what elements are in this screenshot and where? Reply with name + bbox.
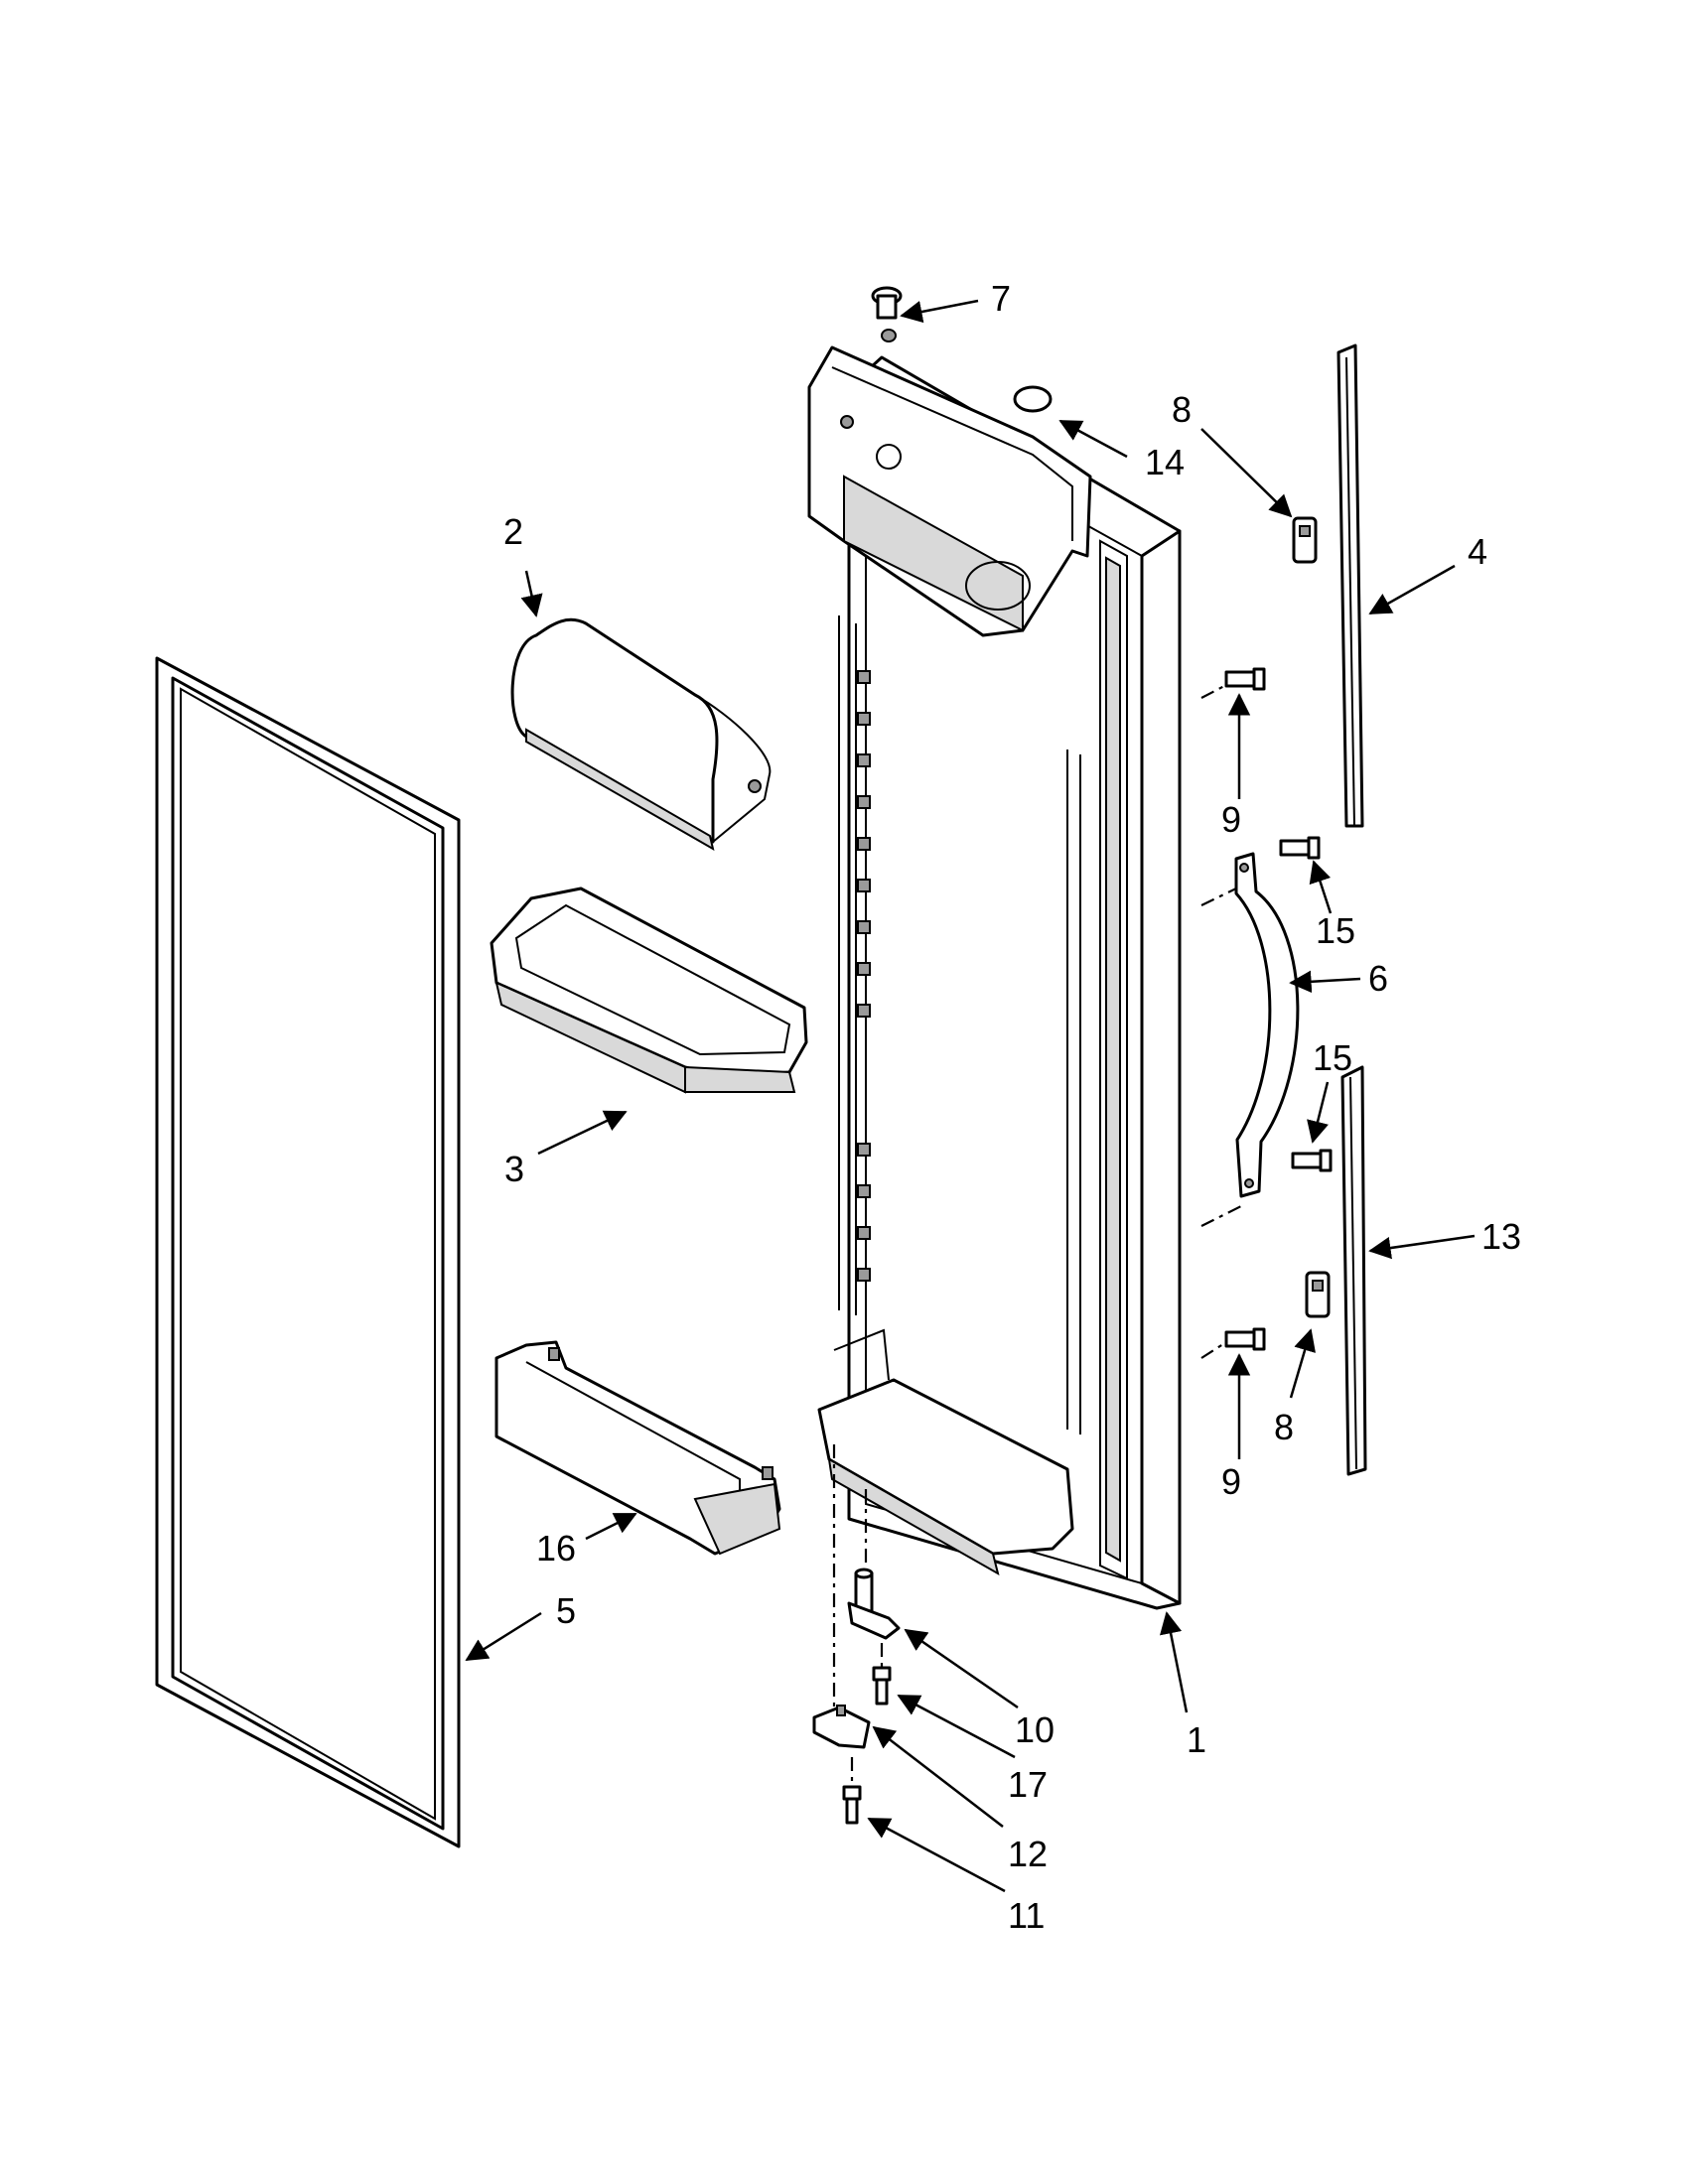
- door-plug: [1013, 385, 1053, 413]
- callout-15-top: 15: [1316, 910, 1355, 951]
- trim-clip-top: [1292, 516, 1318, 564]
- handle-mount-screw-bottom: [1291, 1149, 1333, 1172]
- callout-2: 2: [503, 511, 523, 552]
- door-gasket: [155, 656, 461, 1848]
- handle-mount-screw-top: [1279, 836, 1321, 860]
- hinge-bushing: [871, 286, 903, 342]
- callout-7: 7: [991, 278, 1011, 319]
- door-shelf-rail: [494, 1340, 781, 1556]
- assembly-lines: [832, 684, 1242, 1787]
- callout-6: 6: [1368, 958, 1388, 999]
- callout-14: 14: [1145, 442, 1185, 482]
- callout-16: 16: [536, 1528, 576, 1569]
- callout-13: 13: [1481, 1216, 1521, 1257]
- shelf-clip-column: [857, 670, 871, 1282]
- handle-screw-top: [1224, 667, 1266, 691]
- callout-8-top: 8: [1172, 389, 1192, 430]
- callout-17: 17: [1008, 1764, 1048, 1805]
- callout-9-bottom: 9: [1221, 1461, 1241, 1502]
- callout-15-bottom: 15: [1313, 1037, 1352, 1078]
- leader-arrows: [465, 299, 1476, 1893]
- bracket-screw: [842, 1785, 862, 1825]
- callout-10: 10: [1015, 1709, 1055, 1750]
- dairy-door-cover: [510, 617, 772, 852]
- hinge-screw: [872, 1666, 892, 1706]
- trim-clip-bottom: [1305, 1271, 1331, 1318]
- callout-3: 3: [504, 1149, 524, 1189]
- callout-5: 5: [556, 1590, 576, 1631]
- callout-9-top: 9: [1221, 799, 1241, 840]
- door-bin: [490, 887, 808, 1094]
- callout-11: 11: [1008, 1895, 1045, 1936]
- door-trim-bottom: [1340, 1065, 1367, 1476]
- bottom-hinge: [847, 1568, 901, 1640]
- callout-4: 4: [1468, 531, 1487, 572]
- callout-1: 1: [1187, 1719, 1206, 1760]
- handle-screw-bottom: [1224, 1327, 1266, 1351]
- hinge-bracket: [812, 1705, 871, 1749]
- callout-8-bottom: 8: [1274, 1407, 1294, 1447]
- refrigerator-door: [807, 345, 1182, 1610]
- door-trim-top: [1336, 343, 1364, 828]
- callout-labels: 7 14 8 4 2 9 15 6 15 3 13 8 9 16 5 1 10 …: [503, 278, 1521, 1936]
- callout-12: 12: [1008, 1834, 1048, 1874]
- door-handle: [1234, 852, 1300, 1198]
